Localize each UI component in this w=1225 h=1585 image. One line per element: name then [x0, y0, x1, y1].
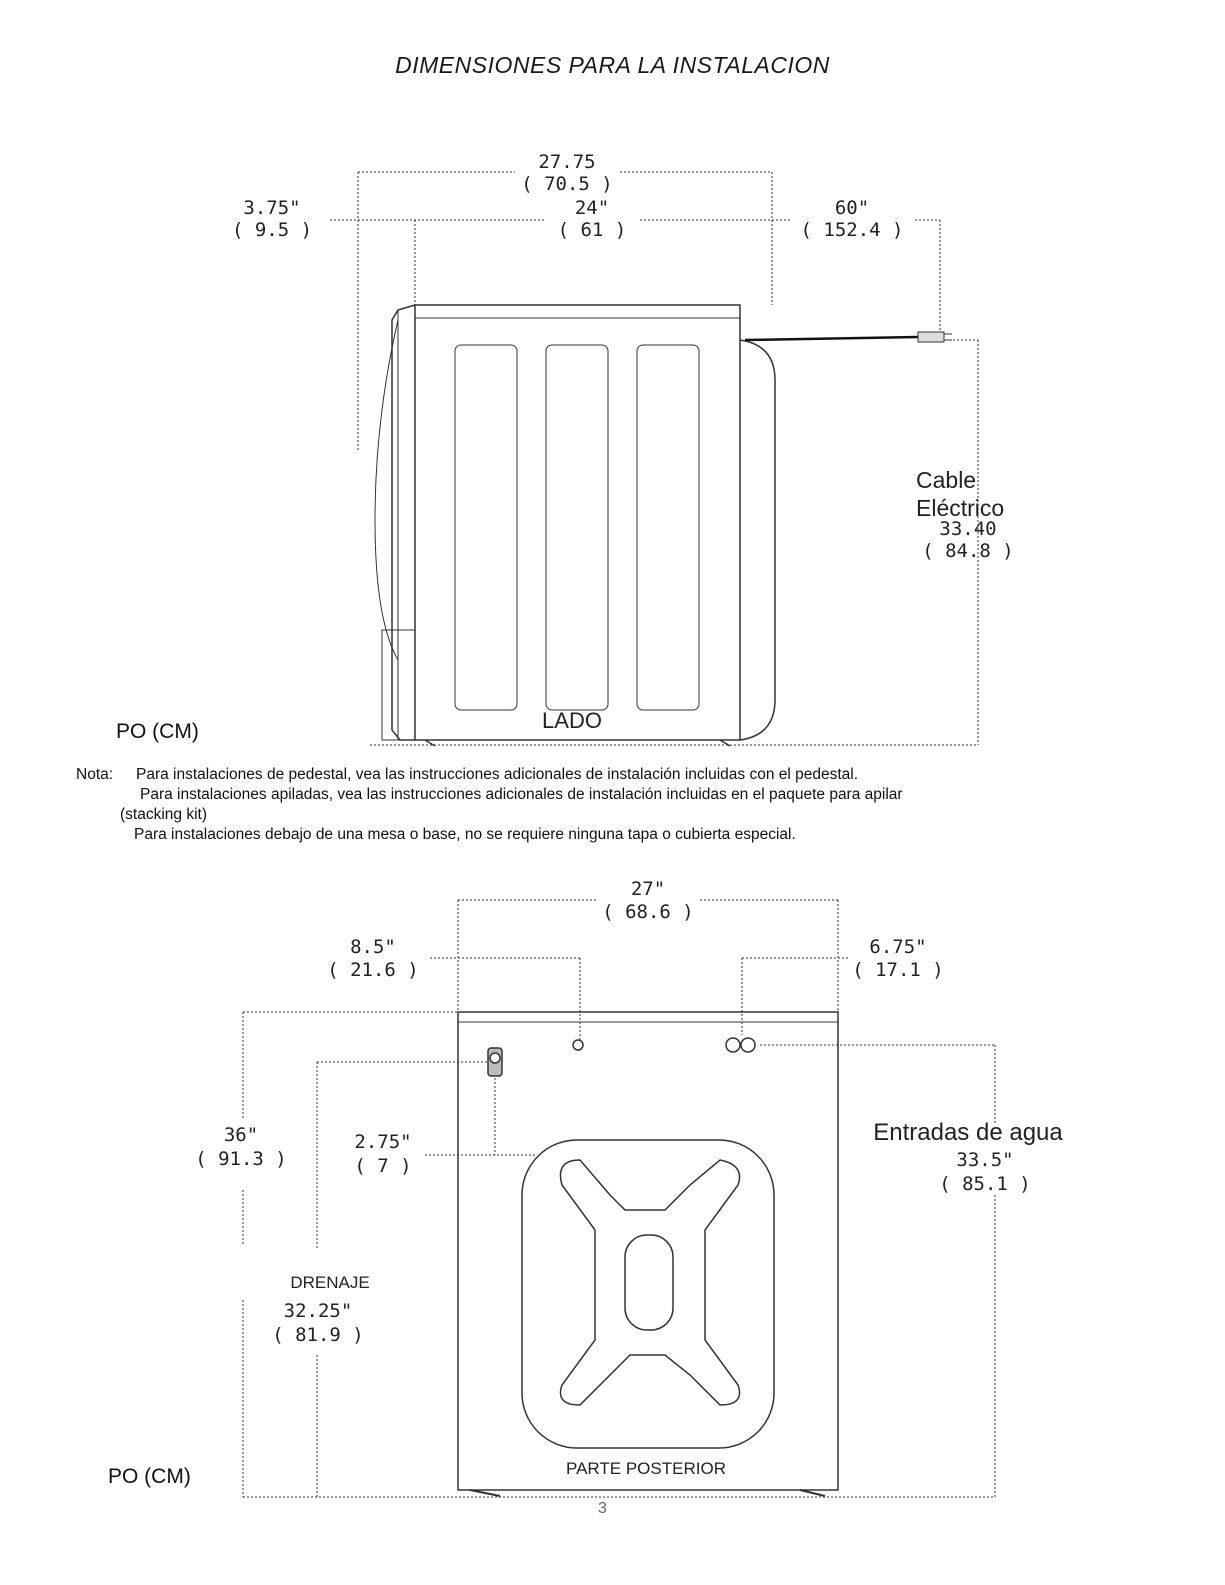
side-view-diagram [330, 171, 979, 747]
dim-door-cm: ( 9.5 ) [232, 219, 312, 241]
drain-label: DRENAJE [290, 1273, 369, 1292]
installation-note: Nota: Para instalaciones de pedestal, ve… [76, 765, 1196, 845]
dim-total-depth-cm: ( 70.5 ) [521, 173, 613, 195]
dim-water-inlet-height-in: 33.5" [956, 1149, 1013, 1171]
dim-door-in: 3.75" [243, 197, 300, 219]
dim-height-cm: ( 91.3 ) [195, 1148, 287, 1170]
dim-drain-height-cm: ( 81.9 ) [272, 1324, 364, 1346]
dim-left-inlet-in: 8.5" [350, 936, 396, 958]
dim-drain-offset-in: 2.75" [354, 1131, 411, 1153]
dim-cabinet-depth-cm: ( 61 ) [558, 219, 627, 241]
dryer-cabinet [374, 304, 776, 747]
rear-unit-label: PO (CM) [108, 1465, 191, 1488]
rear-cabinet [457, 1011, 839, 1497]
dim-cable-length-in: 60" [835, 197, 869, 219]
note-line-undercounter: Para instalaciones debajo de una mesa o … [134, 826, 796, 843]
dim-rear-width-cm: ( 68.6 ) [602, 901, 694, 923]
power-cord [744, 331, 952, 343]
cable-label-line1: Cable [916, 467, 976, 493]
rear-view-label: PARTE POSTERIOR [566, 1459, 726, 1478]
cable-label-line2: Eléctrico [916, 495, 1004, 521]
dim-water-inlet-height-cm: ( 85.1 ) [939, 1173, 1031, 1195]
dim-cable-height-cm: ( 84.8 ) [922, 540, 1014, 562]
side-view-label: LADO [542, 708, 602, 733]
dim-height-in: 36" [224, 1124, 258, 1146]
note-line-stacked: Para instalaciones apiladas, vea las ins… [140, 786, 903, 803]
dim-right-inlet-cm: ( 17.1 ) [852, 959, 944, 981]
dim-cable-length-cm: ( 152.4 ) [801, 219, 904, 241]
dim-right-inlet-in: 6.75" [869, 936, 926, 958]
dim-rear-width-in: 27" [631, 878, 665, 900]
side-dimension-lines [330, 171, 979, 746]
note-line-stacking-kit: (stacking kit) [120, 806, 207, 823]
dim-cable-height-in: 33.40 [939, 518, 996, 540]
dim-drain-offset-cm: ( 7 ) [354, 1155, 411, 1177]
rear-dimension-lines [242, 899, 996, 1498]
water-inlets-label: Entradas de agua [873, 1119, 1063, 1146]
rear-view-diagram [242, 899, 996, 1498]
page-number: 3 [598, 1500, 607, 1517]
dim-left-inlet-cm: ( 21.6 ) [327, 959, 419, 981]
dim-total-depth-in: 27.75 [538, 151, 595, 173]
page-title: DIMENSIONES PARA LA INSTALACION [395, 52, 830, 78]
note-prefix: Nota: [76, 766, 114, 783]
dim-drain-height-in: 32.25" [284, 1300, 353, 1322]
side-unit-label: PO (CM) [116, 720, 199, 743]
dim-cabinet-depth-in: 24" [575, 197, 609, 219]
note-line-pedestal: Para instalaciones de pedestal, vea las … [136, 766, 859, 783]
